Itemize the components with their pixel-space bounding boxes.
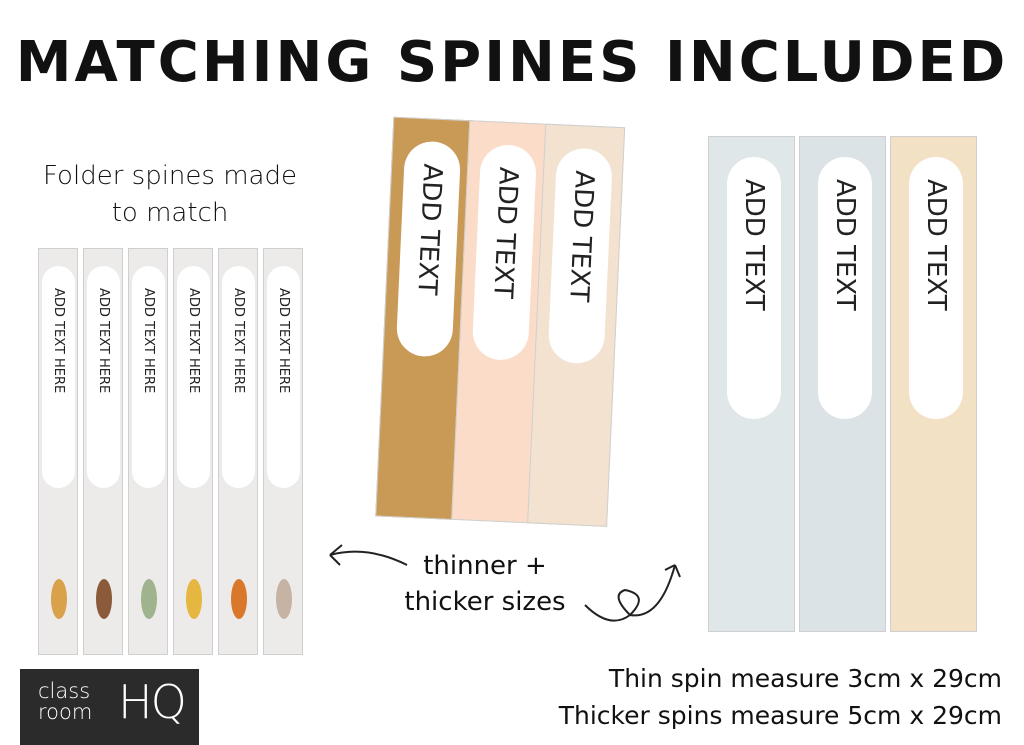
label-pill: ADD TEXT HERE (177, 266, 210, 488)
label-pill: ADD TEXT HERE (42, 266, 75, 488)
label-pill: ADD TEXT (909, 157, 963, 419)
spine-label: ADD TEXT HERE (141, 288, 156, 394)
label-pill: ADD TEXT (818, 157, 872, 419)
curly-arrow-icon (584, 564, 681, 622)
caption-line: to match (111, 198, 229, 228)
caption-line: Folder spines made (43, 161, 297, 191)
caption-line: thinner + (423, 551, 547, 581)
label-pill: ADD TEXT HERE (222, 266, 255, 488)
flower-illustration (51, 579, 67, 619)
left-caption: Folder spines made to match (20, 158, 320, 232)
spine-label: ADD TEXT (411, 162, 448, 296)
logo-mark: HQ (118, 675, 187, 729)
measure-thin: Thin spin measure 3cm x 29cm (608, 664, 1002, 693)
label-pill: ADD TEXT (471, 143, 538, 362)
spine: ADD TEXT HERE (218, 248, 258, 655)
arrow-left-icon (329, 544, 408, 566)
spine: ADD TEXT HERE (38, 248, 78, 655)
spine: ADD TEXT (527, 123, 626, 527)
spine-label: ADD TEXT (830, 179, 860, 311)
spine: ADD TEXT HERE (173, 248, 213, 655)
spine-label: ADD TEXT HERE (51, 288, 66, 394)
label-pill: ADD TEXT HERE (132, 266, 165, 488)
spine: ADD TEXT HERE (263, 248, 303, 655)
size-caption: thinner + thicker sizes (380, 548, 590, 620)
flower-illustration (141, 579, 157, 619)
spine: ADD TEXT (890, 136, 977, 632)
spine: ADD TEXT HERE (83, 248, 123, 655)
label-pill: ADD TEXT (547, 147, 614, 365)
spine-label: ADD TEXT (921, 179, 951, 311)
flower-illustration (186, 579, 202, 619)
spine: ADD TEXT HERE (128, 248, 168, 655)
flower-illustration (96, 579, 112, 619)
measurements: Thin spin measure 3cm x 29cm Thicker spi… (559, 660, 1002, 734)
logo-line: class (38, 679, 91, 703)
spine: ADD TEXT (799, 136, 886, 632)
spine-label: ADD TEXT (563, 169, 600, 303)
spine: ADD TEXT (708, 136, 795, 632)
measure-thick: Thicker spins measure 5cm x 29cm (558, 701, 1002, 730)
label-pill: ADD TEXT HERE (267, 266, 300, 488)
spine-label: ADD TEXT HERE (276, 288, 291, 394)
spine-label: ADD TEXT HERE (231, 288, 246, 394)
spine-label: ADD TEXT HERE (186, 288, 201, 394)
caption-line: thicker sizes (404, 587, 566, 617)
spine-label: ADD TEXT (739, 179, 769, 311)
flower-illustration (231, 579, 247, 619)
spine-label: ADD TEXT (487, 166, 524, 300)
page-title: MATCHING SPINES INCLUDED (15, 30, 1009, 95)
medium-spines-group: ADD TEXT ADD TEXT ADD TEXT (375, 116, 633, 537)
logo-line: room (38, 700, 93, 724)
label-pill: ADD TEXT (395, 140, 462, 358)
flower-illustration (276, 579, 292, 619)
spine-label: ADD TEXT HERE (96, 288, 111, 394)
label-pill: ADD TEXT HERE (87, 266, 120, 488)
label-pill: ADD TEXT (727, 157, 781, 419)
